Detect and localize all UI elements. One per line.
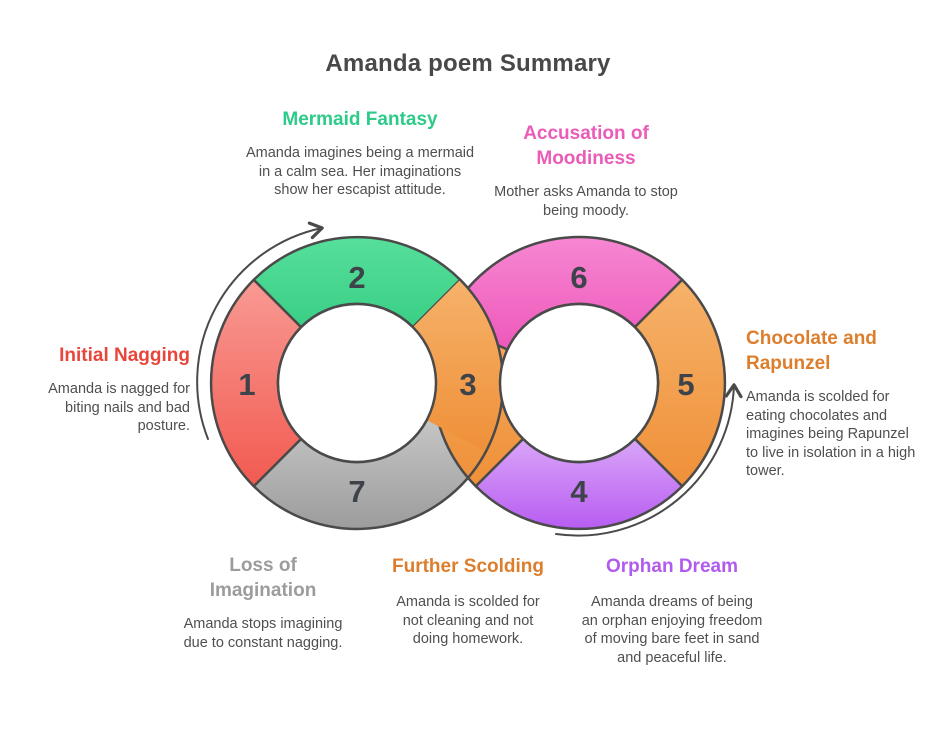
segment-3-overlay: [412, 279, 503, 452]
step-block-further-scolding: Further Scolding Amanda is scolded for n…: [375, 554, 561, 649]
step-title: Accusation of Moodiness: [523, 123, 649, 169]
step-title: Loss of Imagination: [209, 555, 317, 601]
step-description: Amanda dreams of being an orphan enjoyin…: [581, 594, 763, 666]
page-title: Amanda poem Summary: [325, 50, 611, 77]
step-description: Amanda imagines being a mermaid in a cal…: [245, 145, 475, 198]
segment-number-7: 7: [348, 474, 365, 509]
step-block-initial-nagging: Initial Nagging Amanda is nagged for bit…: [28, 343, 190, 436]
step-block-chocolate-and-rapunzel: Chocolate and Rapunzel Amanda is scolded…: [746, 326, 918, 481]
step-description: Amanda is nagged for biting nails and ba…: [48, 381, 190, 434]
segment-number-1: 1: [238, 367, 255, 402]
step-block-accusation-of-moodiness: Accusation of Moodiness Mother asks Aman…: [478, 121, 694, 220]
step-description: Amanda is scolded for not cleaning and n…: [396, 594, 540, 647]
left-ring-hole: [276, 302, 438, 464]
flow-arrow-right: [555, 383, 743, 537]
step-block-orphan-dream: Orphan Dream Amanda dreams of being an o…: [568, 554, 776, 667]
step-title: Further Scolding: [392, 556, 544, 577]
step-block-mermaid-fantasy: Mermaid Fantasy Amanda imagines being a …: [243, 107, 477, 200]
step-description: Mother asks Amanda to stop being moody.: [494, 184, 678, 219]
step-title: Chocolate and Rapunzel: [746, 328, 877, 374]
step-title: Mermaid Fantasy: [282, 109, 438, 130]
step-title: Orphan Dream: [606, 556, 738, 577]
segment-number-5: 5: [677, 367, 694, 402]
step-description: Amanda stops imagining due to constant n…: [183, 616, 343, 651]
segment-number-2: 2: [348, 260, 365, 295]
step-block-loss-of-imagination: Loss of Imagination Amanda stops imagini…: [178, 553, 348, 652]
segment-number-6: 6: [570, 260, 587, 295]
step-description: Amanda is scolded for eating chocolates …: [746, 389, 916, 479]
segment-number-4: 4: [570, 474, 588, 509]
flow-arrow-left: [196, 221, 324, 440]
step-title: Initial Nagging: [59, 345, 190, 366]
segment-number-3: 3: [459, 367, 476, 402]
right-ring-hole: [498, 302, 660, 464]
